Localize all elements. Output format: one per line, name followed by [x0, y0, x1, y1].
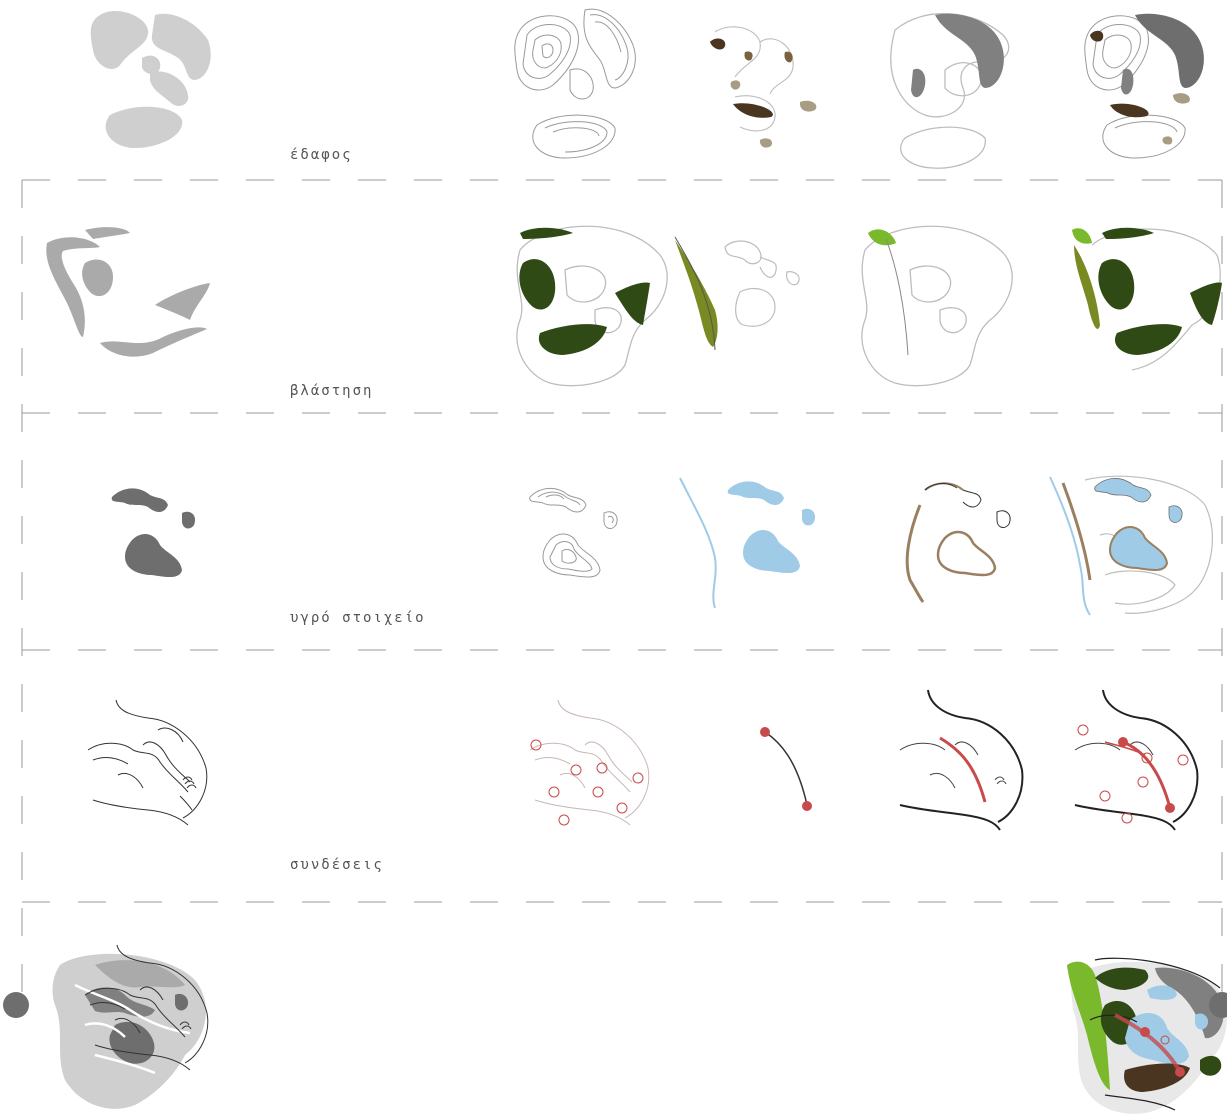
frame-corners	[1205, 179, 1222, 903]
connections-link-map	[760, 727, 812, 811]
connections-base-map	[87, 699, 208, 826]
vegetation-corridor-map	[674, 236, 800, 351]
vegetation-layer-label: βλάστηση	[290, 383, 374, 399]
vegetation-base-map	[46, 227, 210, 357]
water-contour-map	[529, 488, 618, 578]
connections-layer-label: συνδέσεις	[290, 857, 384, 873]
water-blue-map	[679, 477, 816, 609]
connections-row	[87, 689, 1199, 831]
vegetation-combined-map	[1072, 227, 1222, 371]
connections-combined-map	[1074, 689, 1199, 831]
soil-base-map	[90, 10, 211, 148]
water-banks-map	[905, 482, 1011, 603]
soil-hills-map	[890, 12, 1010, 169]
soil-row	[90, 8, 1204, 169]
overlay-row	[52, 944, 1227, 1114]
water-base-map	[111, 488, 196, 578]
soil-layer-label: έδαφος	[290, 147, 353, 163]
water-layer-label: υγρό στοιχείο	[290, 610, 426, 626]
vegetation-meadow-map	[861, 225, 1013, 387]
soil-combined-map	[1084, 13, 1204, 159]
start-node	[3, 992, 29, 1018]
end-node	[1209, 992, 1227, 1018]
vegetation-forest-map	[516, 225, 668, 387]
frame-dashes	[21, 179, 1223, 995]
connections-nodes-map	[529, 699, 650, 826]
connections-paths-map	[899, 689, 1024, 831]
water-row	[111, 475, 1213, 616]
soil-types-map	[710, 26, 817, 148]
vegetation-row	[46, 225, 1222, 387]
soil-contour-map	[514, 8, 636, 159]
water-combined-map	[1049, 475, 1213, 616]
overlay-combined-map	[1067, 957, 1227, 1114]
overlay-base-map	[52, 944, 209, 1109]
